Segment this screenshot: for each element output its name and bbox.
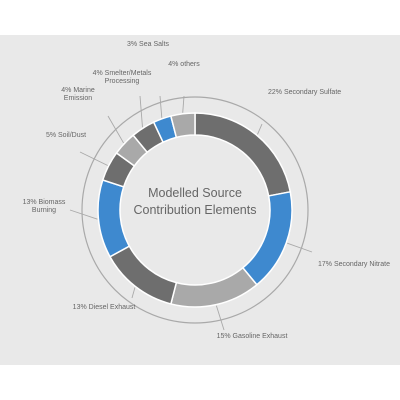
slice-label-6-line-1: Emission: [64, 95, 93, 102]
leader-line-4: [69, 209, 98, 220]
donut-chart: 22% Secondary Sulfate 17% Secondary Nitra…: [23, 41, 390, 340]
leader-line-0: [257, 123, 263, 135]
center-title-line-1: Modelled Source: [148, 186, 242, 200]
slice-labels-group: 22% Secondary Sulfate 17% Secondary Nitra…: [23, 41, 390, 340]
leader-line-3: [131, 287, 136, 299]
slice-9: [169, 112, 196, 139]
slice-label-0-line-0: 22% Secondary Sulfate: [268, 89, 341, 96]
slice-label-8-line-0: 3% Sea Salts: [127, 41, 170, 48]
slice-label-8: 3% Sea Salts: [127, 41, 170, 48]
leader-line-9: [182, 95, 185, 113]
chart-panel: 22% Secondary Sulfate 17% Secondary Nitra…: [0, 35, 400, 365]
slice-3: [108, 245, 178, 305]
center-title-line-2: Contribution Elements: [134, 203, 257, 217]
slice-label-4-line-1: Burning: [32, 207, 56, 214]
slice-label-9-line-0: 4% others: [168, 61, 200, 68]
slice-4: [97, 179, 131, 258]
slice-label-1-line-0: 17% Secondary Nitrate: [318, 261, 390, 268]
leader-line-2: [215, 305, 225, 331]
slice-label-3: 13% Diesel Exhaust: [73, 304, 136, 311]
leader-line-6: [107, 115, 124, 144]
slice-label-0: 22% Secondary Sulfate: [268, 89, 341, 96]
slice-label-7-line-0: 4% Smelter/Metals: [93, 70, 152, 77]
slice-label-4-line-0: 13% Biomass: [23, 199, 66, 206]
leader-line-1: [287, 242, 313, 253]
slice-label-1: 17% Secondary Nitrate: [318, 261, 390, 268]
leader-line-8: [159, 95, 163, 118]
slice-0: [194, 112, 292, 197]
slice-label-7-line-1: Processing: [105, 78, 140, 85]
slice-label-9: 4% others: [168, 61, 200, 68]
slice-2: [169, 266, 258, 308]
slice-label-6-line-0: 4% Marine: [61, 87, 95, 94]
leader-lines-group: [69, 95, 313, 331]
slices-group: [97, 112, 293, 308]
slice-label-2: 15% Gasoline Exhaust: [217, 333, 288, 340]
leader-line-7: [139, 95, 143, 128]
slice-label-3-line-0: 13% Diesel Exhaust: [73, 304, 136, 311]
outer-ring-outline: [81, 96, 309, 324]
leader-line-5: [79, 151, 108, 166]
slice-label-5: 5% Soil/Dust: [46, 132, 86, 139]
slice-label-5-line-0: 5% Soil/Dust: [46, 132, 86, 139]
slice-label-2-line-0: 15% Gasoline Exhaust: [217, 333, 288, 340]
